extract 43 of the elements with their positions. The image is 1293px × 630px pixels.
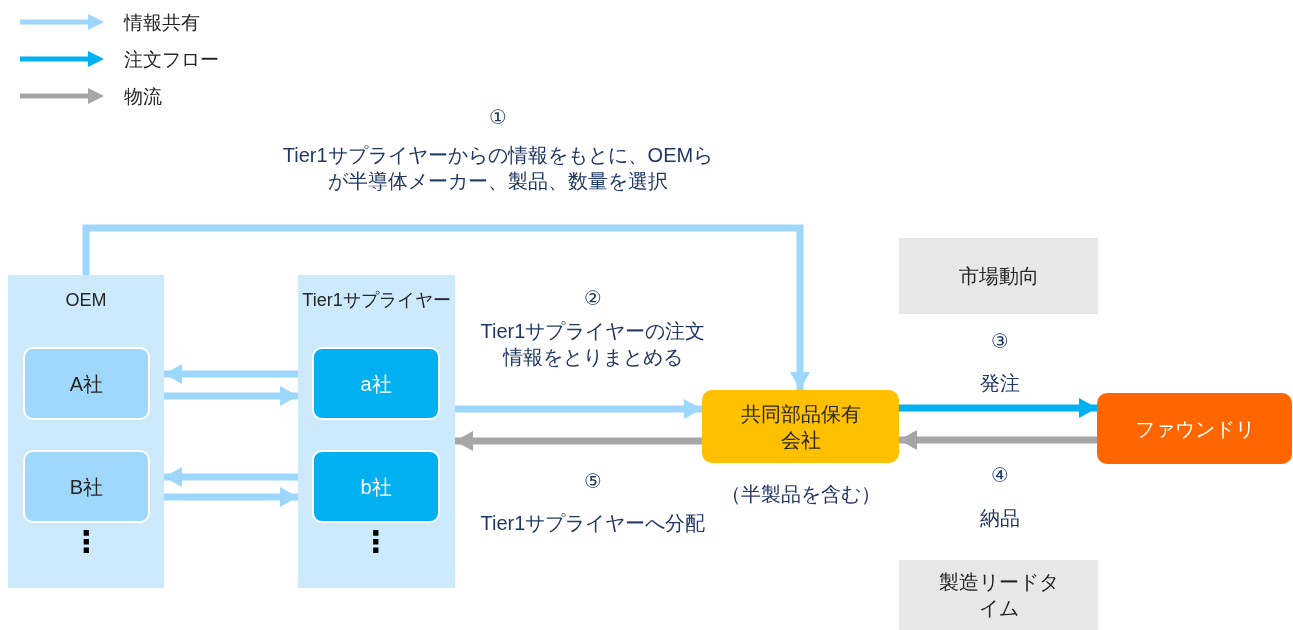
node-note: （半製品を含む） — [720, 482, 881, 507]
node-label: B社 — [68, 474, 105, 500]
process-box — [702, 390, 899, 463]
process-box — [1097, 393, 1292, 464]
annotation-text: 発注 — [980, 371, 1020, 396]
node-label: Tier1サプライヤー — [301, 289, 452, 312]
step-number: ④ — [991, 463, 1009, 488]
annotation-text: Tier1サプライヤーへ分配 — [479, 511, 707, 536]
node-label: ファウンドリ — [1133, 416, 1256, 442]
step-number: ③ — [991, 329, 1009, 354]
step-number: ② — [584, 286, 602, 311]
arrow — [455, 399, 702, 419]
company-box — [312, 450, 440, 523]
arrow — [899, 430, 1097, 450]
arrow — [164, 467, 298, 487]
ellipsis-mark: ⋮ — [361, 529, 391, 555]
node-label: 市場動向 — [957, 264, 1040, 289]
arrow — [82, 224, 810, 390]
node-label: a社 — [359, 371, 393, 397]
annotation-text: Tier1サプライヤーの注文情報をとりまとめる — [479, 319, 707, 370]
node-label: b社 — [359, 474, 393, 500]
legend-label: 物流 — [124, 85, 162, 109]
step-number: ① — [489, 105, 507, 130]
legend-label: 情報共有 — [124, 11, 200, 35]
legend-label: 注文フロー — [124, 48, 219, 72]
annotation-text: Tier1サプライヤーからの情報をもとに、OEMらが半導体メーカー、製品、数量を選択 — [281, 143, 715, 194]
group-panel — [8, 275, 164, 588]
ellipsis-mark: ⋮ — [71, 529, 102, 555]
arrow — [164, 386, 298, 406]
step-number: ⑤ — [584, 469, 602, 494]
company-box — [23, 450, 150, 523]
node-label: A社 — [68, 371, 105, 397]
group-panel — [298, 275, 455, 588]
node-label: 製造リードタイム — [937, 570, 1060, 621]
arrow — [455, 431, 702, 451]
company-box — [23, 347, 150, 420]
arrow — [164, 487, 298, 507]
arrow — [164, 364, 298, 384]
arrow — [899, 398, 1097, 418]
annotation-text: 納品 — [980, 506, 1020, 531]
node-label: 共同部品保有会社 — [739, 401, 862, 453]
node-label: OEM — [64, 289, 108, 312]
company-box — [312, 347, 440, 420]
